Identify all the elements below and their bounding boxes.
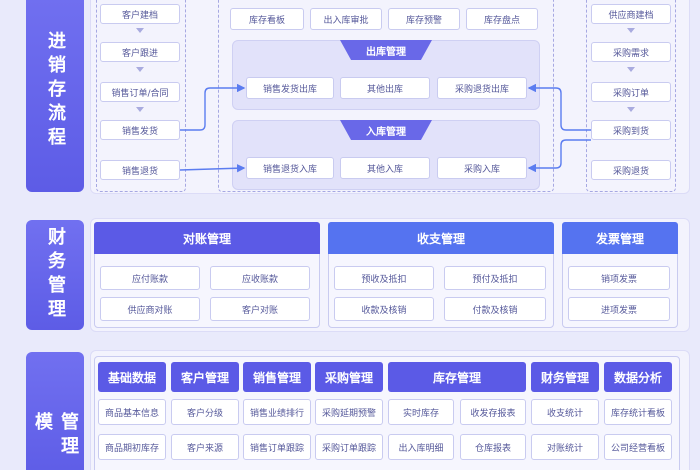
payment-title: 收支管理 [328, 222, 554, 254]
inbound-item: 销售退货入库 [246, 157, 334, 179]
reconcile-item: 客户对账 [210, 297, 310, 321]
connector-sales-return [179, 164, 246, 173]
module-item: 收支统计 [531, 399, 599, 425]
sales-flow-column [96, 0, 186, 192]
section-label-finance: 财务管理 [26, 220, 84, 330]
module-item: 销售订单跟踪 [243, 434, 311, 460]
flow-connectors [179, 83, 591, 173]
sales-step: 销售退货 [100, 160, 180, 180]
module-title: 库存管理 [388, 362, 526, 392]
payment-item: 预收及抵扣 [334, 266, 434, 290]
reconcile-title: 对账管理 [94, 222, 320, 254]
module-item: 客户分级 [171, 399, 239, 425]
arrow-down-icon [627, 67, 635, 72]
inventory-item: 库存看板 [230, 8, 304, 30]
purchase-step: 采购到货 [591, 120, 671, 140]
module-item: 收发存报表 [460, 399, 526, 425]
section-label-module: 管理模 [26, 352, 84, 470]
connector-purchase-return [527, 83, 591, 131]
inventory-item: 库存预警 [388, 8, 460, 30]
inbound-item: 其他入库 [340, 157, 430, 179]
payment-item: 收款及核销 [334, 297, 434, 321]
module-title: 采购管理 [315, 362, 383, 392]
arrow-down-icon [627, 28, 635, 33]
module-item: 仓库报表 [460, 434, 526, 460]
payment-item: 付款及核销 [444, 297, 546, 321]
module-title: 基础数据 [98, 362, 166, 392]
sales-step: 客户跟进 [100, 42, 180, 62]
invoice-item: 进项发票 [568, 297, 670, 321]
outbound-item: 采购退货出库 [437, 77, 527, 99]
module-item: 采购订单跟踪 [315, 434, 383, 460]
reconcile-item: 供应商对账 [100, 297, 200, 321]
arrow-down-icon [136, 107, 144, 112]
reconcile-item: 应收账款 [210, 266, 310, 290]
module-item: 库存统计看板 [604, 399, 672, 425]
module-item: 商品基本信息 [98, 399, 166, 425]
outbound-item: 销售发货出库 [246, 77, 334, 99]
section-label-flow: 进销存流程 [26, 0, 84, 192]
connector-purchase-arrival [527, 139, 591, 173]
module-item: 对账统计 [531, 434, 599, 460]
invoice-title: 发票管理 [562, 222, 678, 254]
module-title: 数据分析 [604, 362, 672, 392]
connector-sales-ship [180, 83, 246, 131]
module-item: 实时库存 [388, 399, 454, 425]
purchase-step: 采购需求 [591, 42, 671, 62]
purchase-flow-column [586, 0, 676, 192]
purchase-step: 供应商建档 [591, 4, 671, 24]
module-item: 商品期初库存 [98, 434, 166, 460]
reconcile-item: 应付账款 [100, 266, 200, 290]
arrow-down-icon [136, 67, 144, 72]
arrow-down-icon [627, 107, 635, 112]
outbound-title: 出库管理 [340, 40, 432, 60]
purchase-step: 采购退货 [591, 160, 671, 180]
inventory-item: 出入库审批 [310, 8, 382, 30]
inbound-title: 入库管理 [340, 120, 432, 140]
inbound-item: 采购入库 [437, 157, 527, 179]
inventory-item: 库存盘点 [466, 8, 538, 30]
module-title: 销售管理 [243, 362, 311, 392]
sales-step: 销售订单/合同 [100, 82, 180, 102]
module-item: 采购延期预警 [315, 399, 383, 425]
arrow-down-icon [136, 28, 144, 33]
module-title: 财务管理 [531, 362, 599, 392]
sales-step: 客户建档 [100, 4, 180, 24]
inventory-flow-area [218, 0, 554, 192]
module-item: 销售业绩排行 [243, 399, 311, 425]
module-item: 公司经营看板 [604, 434, 672, 460]
purchase-step: 采购订单 [591, 82, 671, 102]
outbound-item: 其他出库 [340, 77, 430, 99]
payment-item: 预付及抵扣 [444, 266, 546, 290]
sales-step: 销售发货 [100, 120, 180, 140]
module-item: 出入库明细 [388, 434, 454, 460]
module-item: 客户来源 [171, 434, 239, 460]
module-title: 客户管理 [171, 362, 239, 392]
invoice-item: 销项发票 [568, 266, 670, 290]
